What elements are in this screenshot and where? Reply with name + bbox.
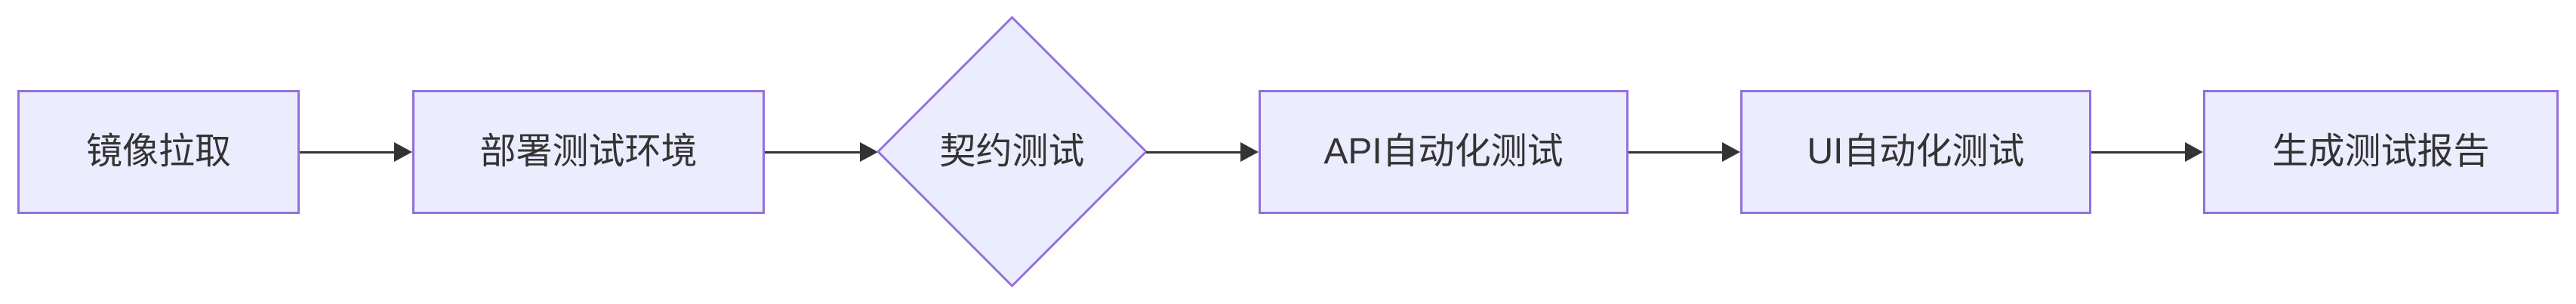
node-contract-test: 契约测试	[878, 17, 1146, 286]
arrowhead-icon	[1240, 142, 1259, 162]
node-deploy-test-env-label: 部署测试环境	[479, 132, 698, 172]
node-image-pull: 镜像拉取	[17, 90, 300, 214]
edge-image-pull-to-deploy	[300, 150, 394, 154]
arrowhead-icon	[860, 142, 878, 162]
edge-contract-test-to-api-test	[1146, 150, 1240, 154]
node-api-automation-test-label: API自动化测试	[1323, 132, 1564, 172]
arrowhead-icon	[394, 142, 412, 162]
arrowhead-icon	[2185, 142, 2203, 162]
edge-deploy-to-contract-test	[765, 150, 860, 154]
node-deploy-test-env: 部署测试环境	[412, 90, 765, 214]
node-ui-automation-test: UI自动化测试	[1740, 90, 2091, 214]
node-generate-test-report: 生成测试报告	[2203, 90, 2559, 214]
node-image-pull-label: 镜像拉取	[85, 132, 231, 172]
node-contract-test-label: 契约测试	[939, 131, 1085, 172]
edge-ui-test-to-report	[2091, 150, 2185, 154]
arrowhead-icon	[1722, 142, 1740, 162]
edge-api-test-to-ui-test	[1628, 150, 1722, 154]
node-ui-automation-test-label: UI自动化测试	[1807, 132, 2025, 172]
node-api-automation-test: API自动化测试	[1259, 90, 1628, 214]
node-generate-test-report-label: 生成测试报告	[2272, 132, 2490, 172]
